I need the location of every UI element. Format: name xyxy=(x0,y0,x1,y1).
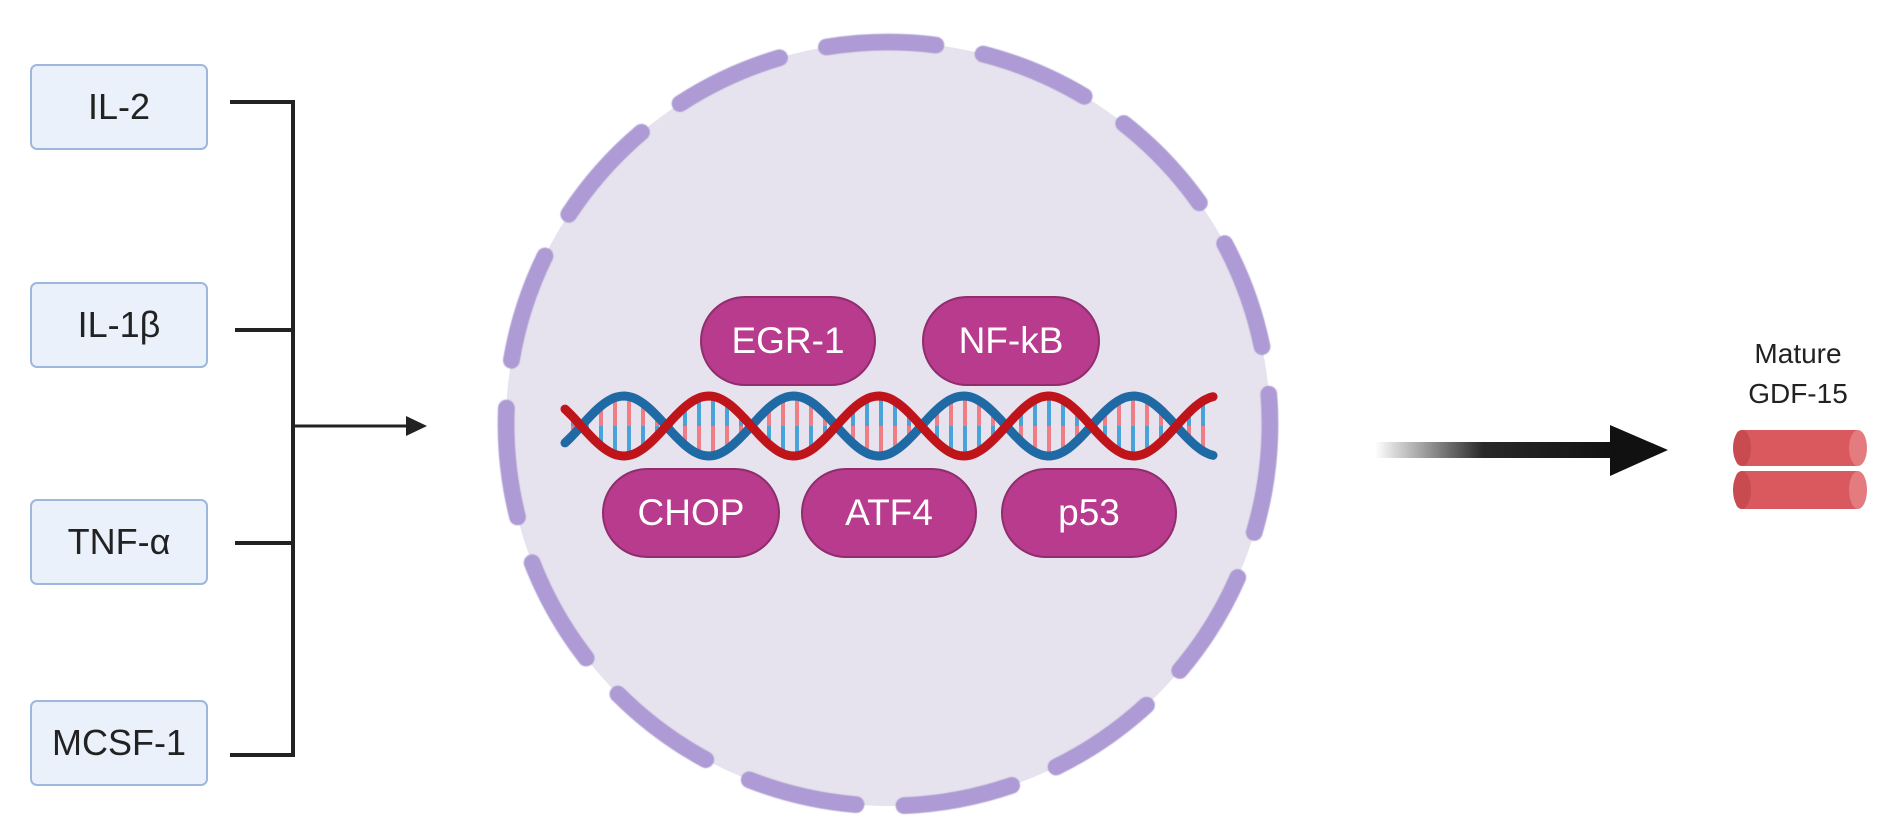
input-label: TNF-α xyxy=(67,521,171,562)
product-label: Mature GDF-15 xyxy=(1708,334,1888,414)
input-il-1-beta: IL-1β xyxy=(30,282,208,368)
protein-cylinder-top xyxy=(1733,430,1867,466)
factor-chop: CHOP xyxy=(602,468,780,558)
dna-strand-blue xyxy=(560,391,1218,461)
nucleus-body xyxy=(506,42,1270,806)
nuclear-membrane-outline xyxy=(497,33,1279,815)
factor-atf4: ATF4 xyxy=(801,468,977,558)
input-arrowhead xyxy=(406,416,427,436)
product-label-line1: Mature xyxy=(1754,338,1842,369)
factor-label: CHOP xyxy=(637,492,745,533)
nucleus xyxy=(497,33,1279,815)
input-il-2: IL-2 xyxy=(30,64,208,150)
input-label: MCSF-1 xyxy=(52,722,186,763)
output-arrow-shaft xyxy=(1375,442,1615,458)
factor-p53: p53 xyxy=(1001,468,1177,558)
gdf15-protein-icon xyxy=(1733,430,1867,509)
product-label-line2: GDF-15 xyxy=(1748,378,1848,409)
input-label: IL-2 xyxy=(87,86,151,127)
nuclear-membrane xyxy=(498,34,1278,814)
dna-helix xyxy=(560,391,1218,461)
input-tnf-alpha: TNF-α xyxy=(30,499,208,585)
factor-label: ATF4 xyxy=(845,492,933,533)
input-bracket xyxy=(230,100,295,757)
protein-cylinder-bottom xyxy=(1733,471,1867,509)
input-mcsf-1: MCSF-1 xyxy=(30,700,208,786)
output-arrowhead xyxy=(1610,425,1668,476)
factor-nf-kb: NF-kB xyxy=(922,296,1100,386)
input-label: IL-1β xyxy=(77,304,161,345)
input-arrow xyxy=(293,416,427,436)
output-arrow xyxy=(1375,425,1668,476)
factor-label: p53 xyxy=(1058,492,1120,533)
factor-label: EGR-1 xyxy=(731,320,845,361)
factor-egr-1: EGR-1 xyxy=(700,296,876,386)
dna-strand-red xyxy=(560,391,1218,461)
factor-label: NF-kB xyxy=(958,320,1064,361)
